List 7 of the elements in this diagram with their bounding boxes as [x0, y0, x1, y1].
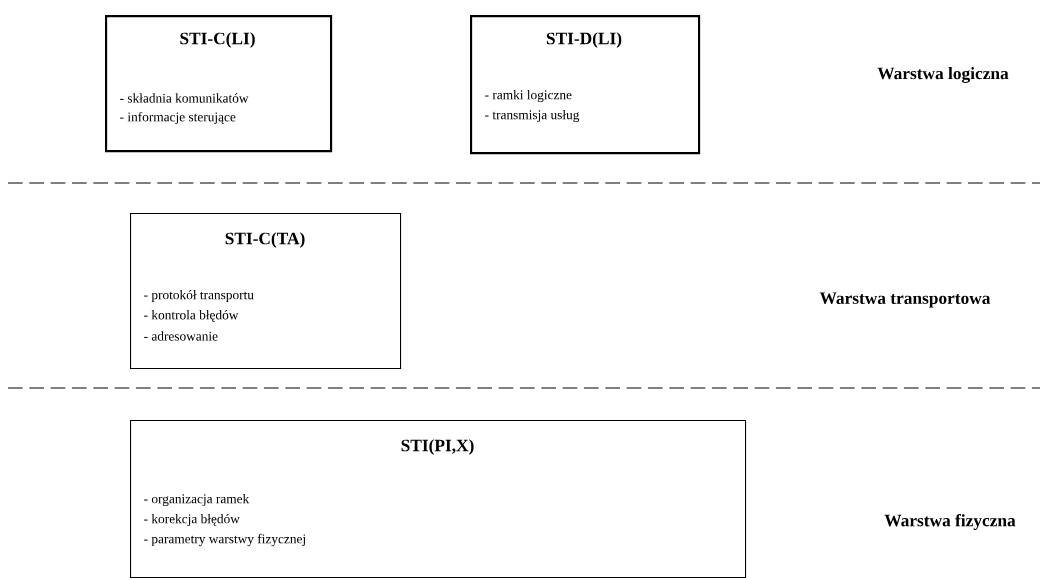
module-box: STI-D(LI) - ramki logiczne - transmisja usług — [470, 15, 701, 155]
layer-label: Warstwa transportowa — [819, 292, 991, 308]
layer-label: Warstwa fizyczna — [884, 514, 1016, 530]
module-box: STI-C(LI) - składnia komunikatów - informacje sterujące — [105, 15, 333, 153]
module-box: STI-C(TA) - protokół transportu - kontrola błędów - adresowanie — [130, 213, 402, 370]
layer-label: Warstwa logiczna — [877, 67, 1009, 83]
module-box: STI(PI,X) - organizacja ramek - korekcja błędów - parametry warstwy fizycznej — [130, 420, 747, 579]
